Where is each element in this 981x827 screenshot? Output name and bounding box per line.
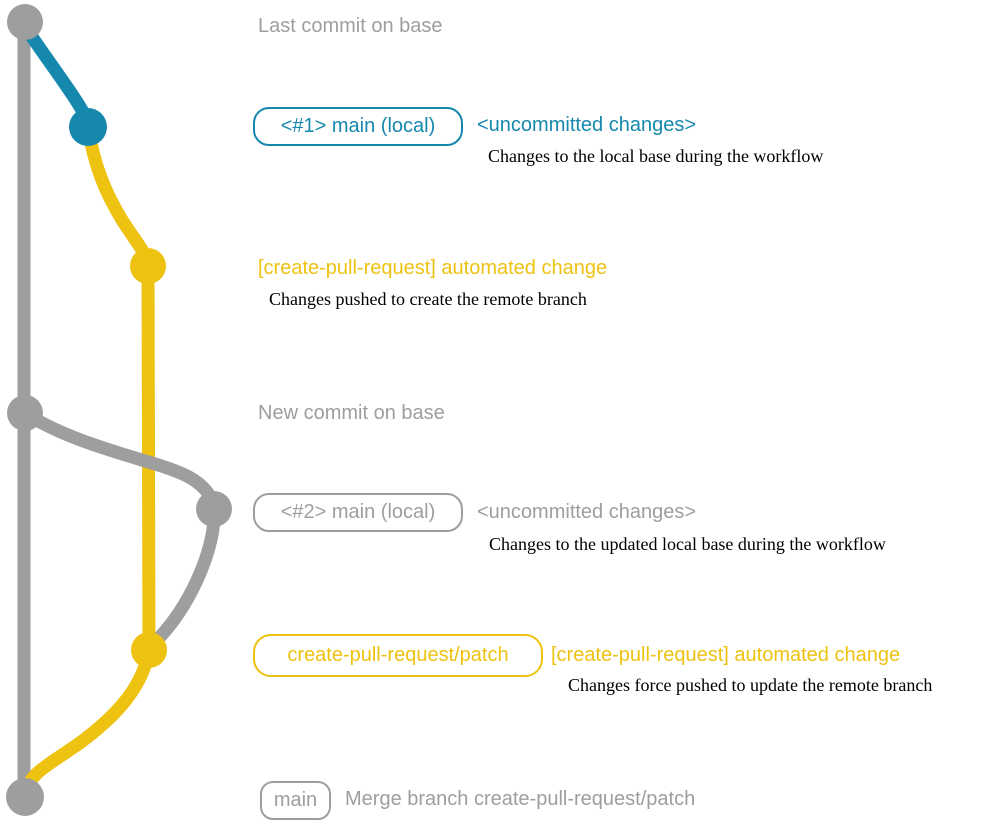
annotation-uncommitted-changes-1: <uncommitted changes> xyxy=(477,114,697,136)
annotation-automated-change-2: [create-pull-request] automated change xyxy=(551,644,901,666)
commit-node-local-main-2 xyxy=(196,491,232,527)
annotation-last-commit-on-base: Last commit on base xyxy=(258,15,443,37)
patch-branch-upper-curve xyxy=(81,120,155,273)
branch-badge-patch: create-pull-request/patch xyxy=(253,634,543,677)
commit-node-automated-change-2 xyxy=(131,632,167,668)
annotation-uncommitted-changes-2: <uncommitted changes> xyxy=(477,501,697,523)
branch-badge-main: main xyxy=(260,781,331,820)
updated-local-main-branch-line xyxy=(18,406,221,512)
commit-node-local-main-1 xyxy=(69,108,107,146)
commit-node-automated-change-1 xyxy=(130,248,166,284)
rebased-patch-base-line xyxy=(143,498,221,658)
description-pushed-to-create: Changes pushed to create the remote bran… xyxy=(269,289,587,309)
commit-node-last-base xyxy=(7,4,43,40)
merge-to-base-curve xyxy=(19,643,156,798)
branch-badge-main-local-2: <#2> main (local) xyxy=(253,493,463,532)
commit-node-merge xyxy=(6,778,44,816)
branch-badge-main-local-1: <#1> main (local) xyxy=(253,107,463,146)
commit-node-new-base xyxy=(7,395,43,431)
description-local-base-changes-2: Changes to the updated local base during… xyxy=(489,534,886,554)
annotation-merge-branch: Merge branch create-pull-request/patch xyxy=(345,788,696,810)
annotation-automated-change-1: [create-pull-request] automated change xyxy=(258,257,608,279)
description-local-base-changes-1: Changes to the local base during the wor… xyxy=(488,146,824,166)
description-force-pushed: Changes force pushed to update the remot… xyxy=(568,675,933,695)
annotation-new-commit-on-base: New commit on base xyxy=(258,402,445,424)
